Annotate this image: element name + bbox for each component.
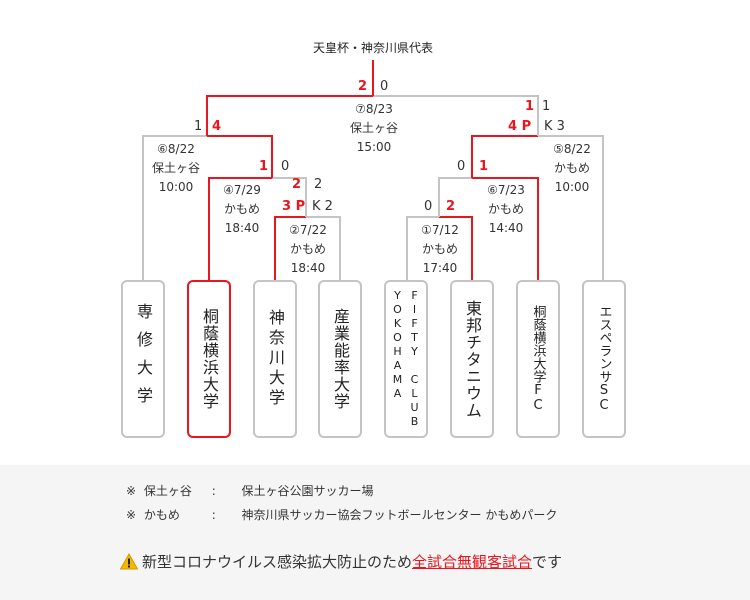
team-name: 神奈川大学 [266, 309, 285, 409]
team-box-toin-fc[interactable]: 桐蔭横浜大学FC [516, 280, 560, 438]
legend-row-hodogaya: ※ 保土ヶ谷 : 保土ヶ谷公園サッカー場 [126, 484, 374, 498]
team-name-line1: FIFTY CLUB [408, 289, 421, 429]
bracket-line-m1-left [406, 216, 439, 283]
team-name: エスペランサSC [596, 305, 612, 413]
team-name: 産業能率大学 [331, 308, 350, 410]
score-m7-left: 2 [358, 79, 368, 94]
score-m4-left: 1 [259, 159, 269, 174]
warning-icon [120, 553, 138, 570]
score-m6-left: 0 [457, 159, 466, 174]
score-m5-left-pk: 4 P [508, 119, 532, 134]
bracket-line-m7-right [373, 95, 539, 136]
team-box-senshu[interactable]: 専修大学 [121, 280, 165, 438]
team-name: 桐蔭横浜大学 [200, 308, 219, 410]
team-name: 東邦チタニウム [463, 299, 482, 419]
team-name-line2: YOKOHAMA [391, 289, 404, 401]
team-box-toho-titanium[interactable]: 東邦チタニウム [450, 280, 494, 438]
team-box-kanagawa[interactable]: 神奈川大学 [253, 280, 297, 438]
bracket-line-m5-left [471, 135, 538, 178]
bracket-line-m2-left [274, 216, 306, 283]
bracket-line-m4-left [208, 177, 272, 283]
score-m7-right: 0 [380, 79, 389, 94]
score-m5-right: 1 [542, 99, 551, 114]
score-m6-right: 1 [479, 159, 489, 174]
score-m6b-right: 4 [212, 119, 222, 134]
bracket-lines [142, 60, 604, 283]
team-box-esperanza[interactable]: エスペランサSC [582, 280, 626, 438]
bracket-line-m6b-left [142, 135, 207, 283]
bracket-line-m4-right [272, 177, 307, 217]
score-m2-right: 2 [314, 177, 323, 192]
bracket-line-m1-right [439, 216, 473, 283]
score-m2-left: 2 [292, 177, 302, 192]
legend-row-kamome: ※ かもめ : 神奈川県サッカー協会フットボールセンター かもめパーク [126, 508, 558, 522]
bracket-title: 天皇杯・神奈川県代表 [312, 41, 433, 55]
bracket-line-m6b-right [207, 135, 273, 178]
team-box-toin-yokohama[interactable]: 桐蔭横浜大学 [187, 280, 231, 438]
team-name: 桐蔭横浜大学FC [530, 305, 546, 413]
bracket-line-m7-left [206, 95, 373, 136]
venue-notes-area [0, 465, 750, 600]
team-box-fifty-club[interactable]: FIFTY CLUB YOKOHAMA [384, 280, 428, 438]
score-m2-left-pk: 3 P [282, 199, 306, 214]
covid-notice: 新型コロナウイルス感染拡大防止のため全試合無観客試合です [120, 551, 562, 572]
bracket-line-m6-right [472, 177, 539, 283]
score-m5-left: 1 [525, 99, 535, 114]
score-m2-right-pk: K 2 [312, 199, 333, 214]
score-m4-right: 0 [281, 159, 290, 174]
team-box-sanno[interactable]: 産業能率大学 [318, 280, 362, 438]
team-name: 専修大学 [134, 303, 153, 415]
score-m1-left: 0 [424, 199, 433, 214]
notice-highlight: 全試合無観客試合 [412, 553, 533, 571]
bracket-line-m5-right [538, 135, 604, 283]
bracket-line-m6-left [438, 177, 472, 217]
score-m5-right-pk: K 3 [544, 119, 565, 134]
bracket-line-m2-right [306, 216, 341, 283]
score-m6b-left: 1 [194, 119, 203, 134]
score-m1-right: 2 [446, 199, 456, 214]
